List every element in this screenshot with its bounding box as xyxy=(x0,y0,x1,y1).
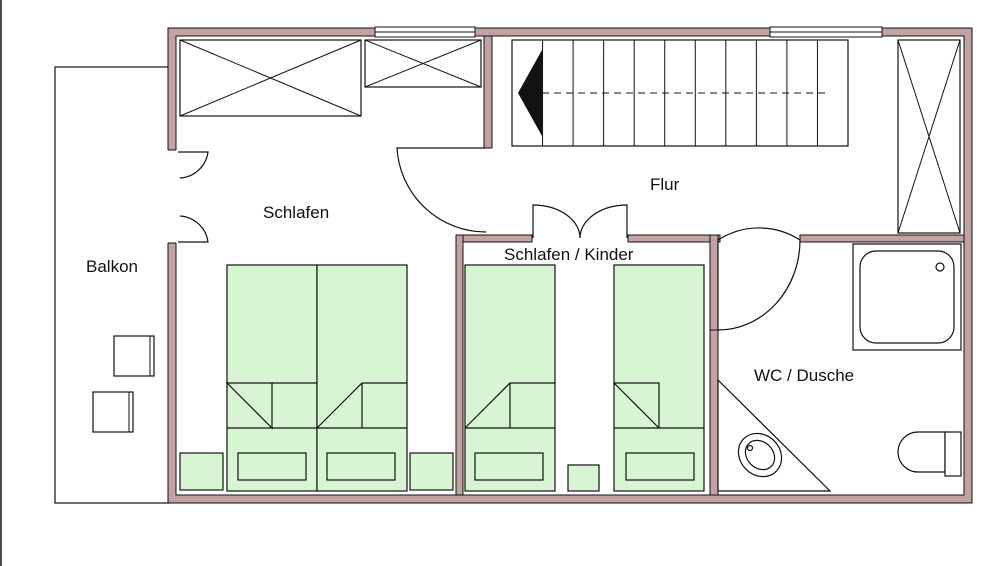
staircase xyxy=(511,39,849,147)
kinder-nightstand xyxy=(567,464,600,492)
wall-kinder-top-right xyxy=(627,234,721,243)
balcony xyxy=(54,66,172,504)
wall-schlafen-flur xyxy=(483,35,493,149)
balcony-door-opening xyxy=(167,150,178,243)
window-top-left xyxy=(374,26,476,38)
nightstand-left xyxy=(179,452,224,491)
schlafen-door xyxy=(396,147,487,233)
label-balkon: Balkon xyxy=(86,257,138,276)
washbasin xyxy=(717,378,832,492)
stair-arrow xyxy=(518,50,542,136)
toilet xyxy=(897,431,962,477)
kinder-door xyxy=(532,204,628,239)
pillow-left xyxy=(237,452,307,481)
outer-wall xyxy=(167,27,973,504)
label-flur: Flur xyxy=(650,175,680,194)
wardrobe-small xyxy=(364,39,482,88)
balcony-chair-1 xyxy=(113,335,155,377)
wall-wc-top xyxy=(799,234,965,243)
kinder-beds xyxy=(464,264,705,492)
balcony-door xyxy=(178,151,209,243)
wc-door xyxy=(717,227,801,331)
wall-kinder-top-left xyxy=(455,234,533,243)
nightstand-right xyxy=(409,452,454,491)
shower-tray xyxy=(852,243,962,351)
label-kinder: Schlafen / Kinder xyxy=(504,245,634,264)
shower-drain xyxy=(935,262,945,272)
wall-wc-left-stub xyxy=(709,234,719,331)
pillow-right xyxy=(326,452,396,481)
wardrobe-flur xyxy=(897,39,961,234)
walls xyxy=(167,27,973,504)
balcony-outline xyxy=(54,66,172,504)
balcony-chair-2 xyxy=(92,391,134,433)
wall-kinder-left xyxy=(455,234,464,496)
label-wc: WC / Dusche xyxy=(754,366,854,385)
window-top-right xyxy=(769,26,883,38)
double-bed xyxy=(179,264,454,492)
wardrobe-large xyxy=(179,39,362,117)
label-schlafen: Schlafen xyxy=(263,203,329,222)
